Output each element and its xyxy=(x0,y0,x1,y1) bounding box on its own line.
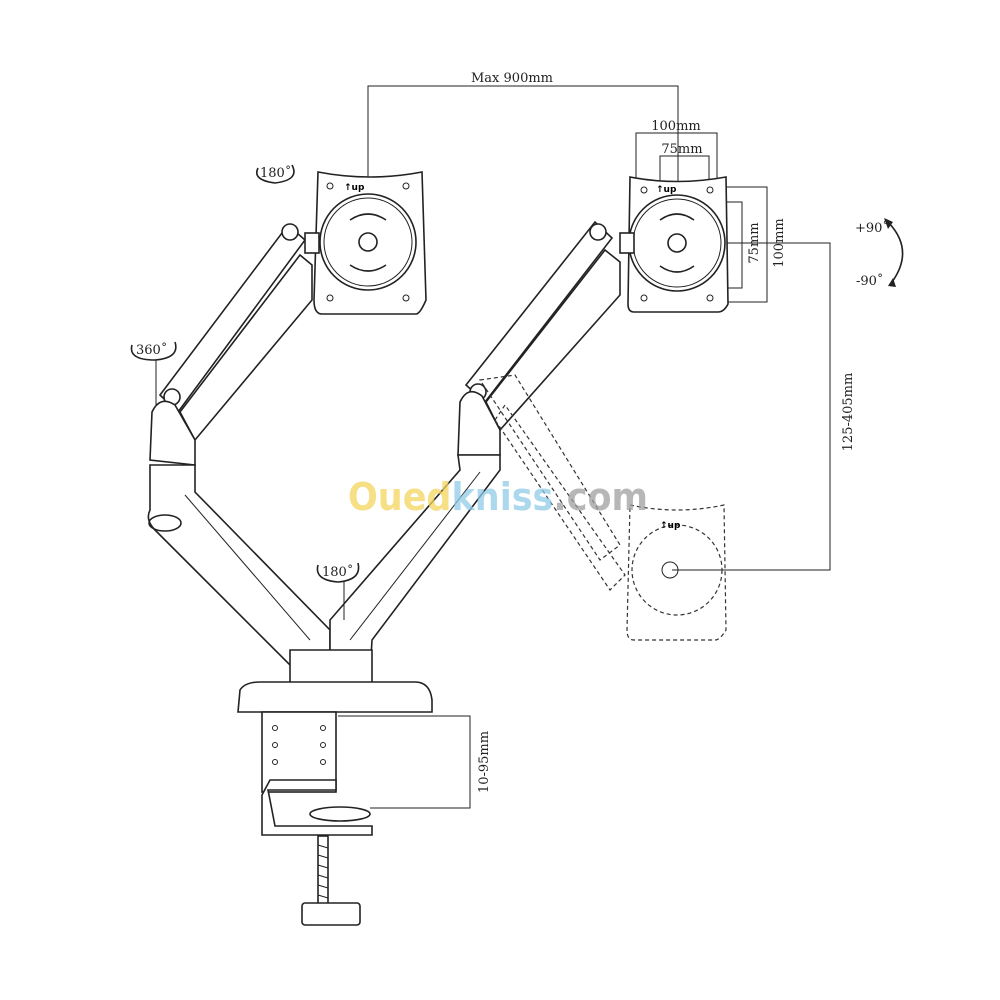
up-mark: ↑up xyxy=(344,183,365,193)
up-mark: ↑up xyxy=(656,185,677,195)
rotation-label: 180˚ xyxy=(260,165,291,181)
height-range-dimension: 125-405mm xyxy=(672,242,856,571)
tilt-down-label: -90˚ xyxy=(856,273,883,289)
rotation-left-plate: 180˚ xyxy=(256,164,295,184)
max-width-dimension: Max 900mm xyxy=(367,71,679,240)
rotation-label: 180˚ xyxy=(322,564,353,580)
vesa-h-75-label: 75mm xyxy=(661,142,702,157)
rotation-center: 180˚ xyxy=(316,562,360,620)
tilt-indicator: +90˚ -90˚ xyxy=(855,218,904,289)
left-upper-arm xyxy=(149,223,320,466)
dashed-lowered-arm: ↑up xyxy=(478,374,727,641)
tilt-up-label: +90˚ xyxy=(855,220,889,236)
rotation-label: 360˚ xyxy=(136,342,167,358)
desk-clamp xyxy=(237,649,433,926)
watermark: Ouedkniss.com xyxy=(348,475,648,519)
clamp-range-dimension: 10-95mm xyxy=(338,715,492,809)
clamp-range-label: 10-95mm xyxy=(477,731,492,793)
right-upper-arm xyxy=(457,220,635,456)
right-vesa-plate: ↑up xyxy=(627,176,729,313)
left-vesa-plate: ↑up xyxy=(313,171,427,315)
rotation-left-arm: 360˚ xyxy=(130,341,177,405)
left-lower-arm xyxy=(147,464,331,671)
up-mark: ↑up xyxy=(660,521,681,531)
vesa-h-100-label: 100mm xyxy=(651,119,700,134)
max-width-label: Max 900mm xyxy=(471,71,553,86)
height-range-label: 125-405mm xyxy=(841,373,856,452)
